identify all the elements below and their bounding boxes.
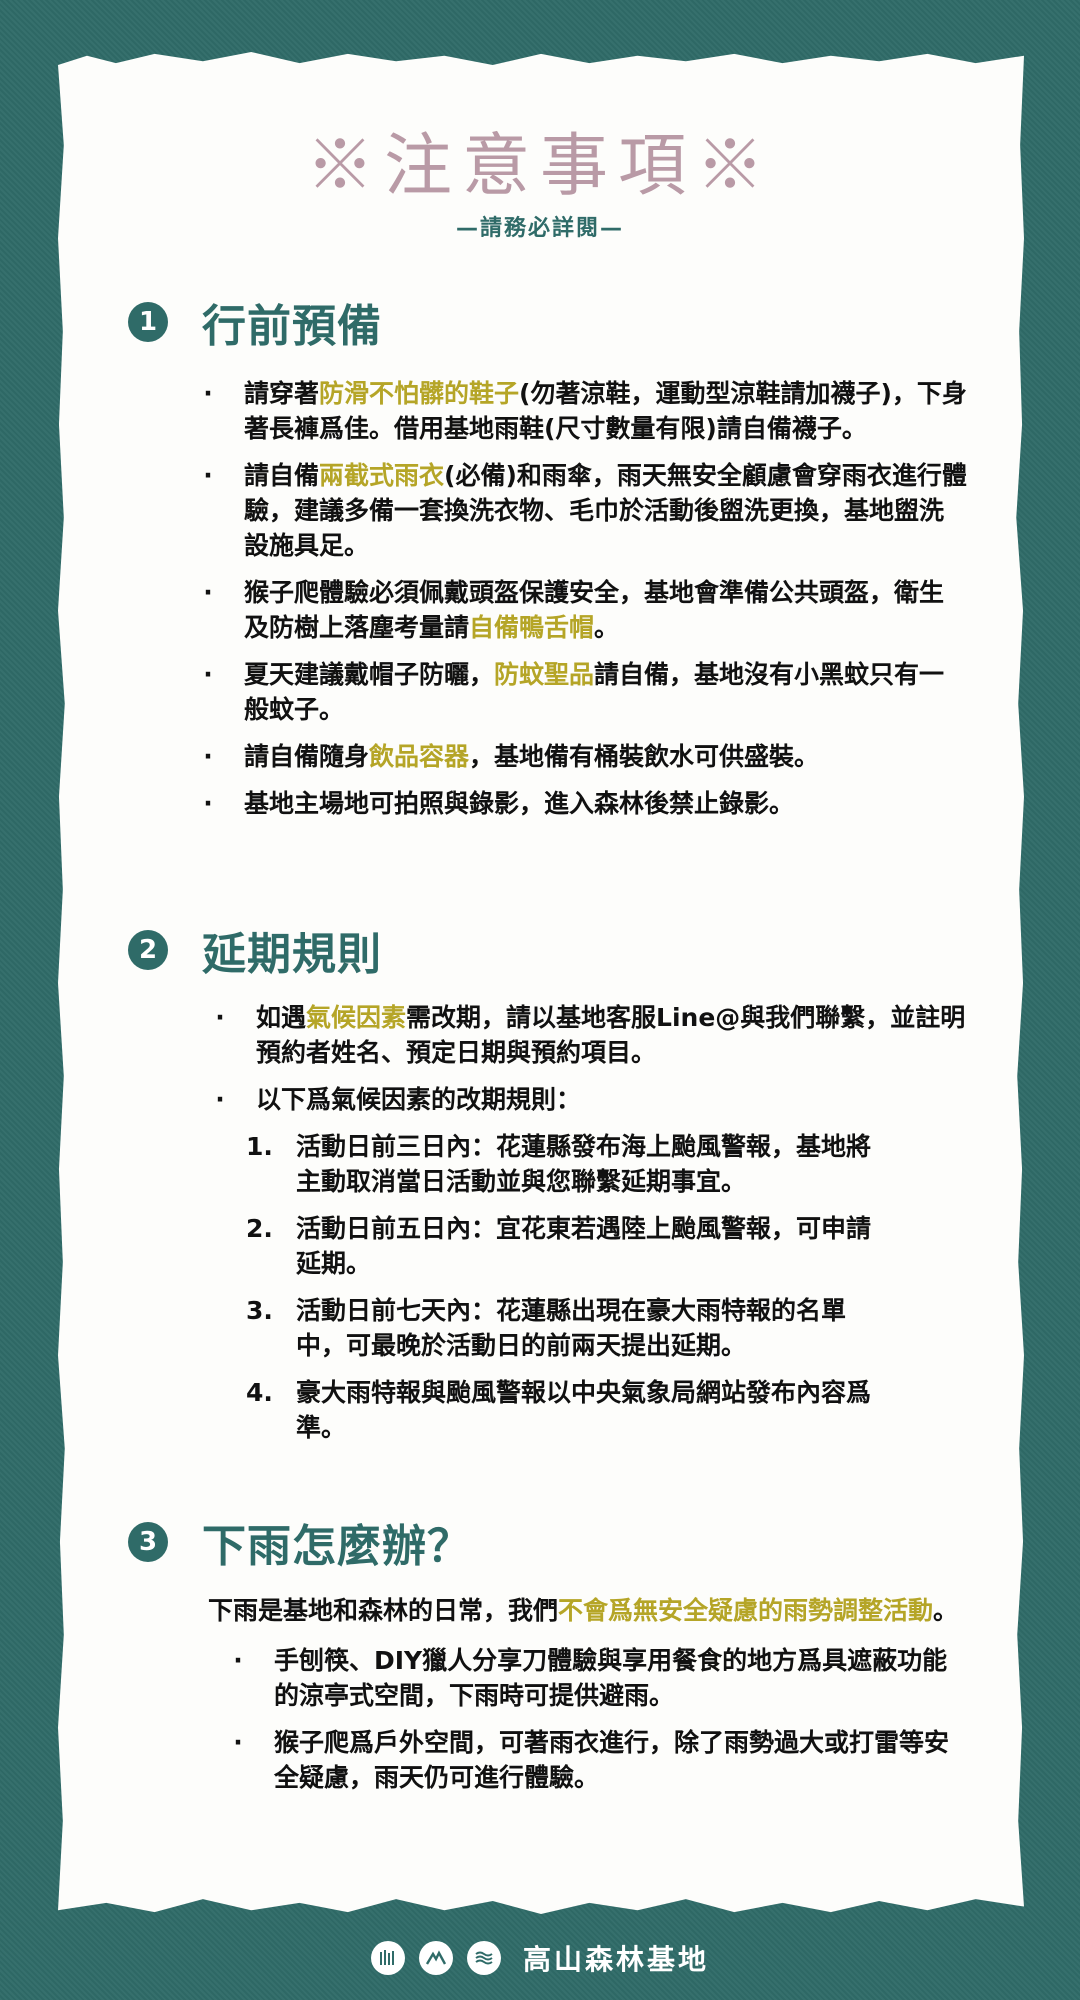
item-text: 請自備，基地沒有小黑蚊只有一般蚊子。 xyxy=(244,660,945,724)
page-title: ※注意事項※ xyxy=(305,127,774,206)
item-text: 如遇 xyxy=(256,1003,307,1032)
intro-text: 。 xyxy=(933,1596,959,1625)
bullet-icon: · xyxy=(215,1085,225,1114)
weather-rules-list: 1. 活動日前三日內：花蓮縣發布海上颱風警報，基地將主動取消當日活動並與您聯繫延期… xyxy=(246,1129,886,1445)
rule-item: 2. 活動日前五日內：宜花東若遇陸上颱風警報，可申請延期。 xyxy=(246,1211,886,1281)
intro-text: 下雨是基地和森林的日常，我們 xyxy=(208,1596,559,1625)
rule-number: 3. xyxy=(246,1296,273,1325)
list-item: · 以下爲氣候因素的改期規則： xyxy=(210,1082,968,1117)
paper-sheet xyxy=(58,52,1024,1914)
rule-text: 活動日前七天內：花蓮縣出現在豪大雨特報的名單中，可最晚於活動日的前兩天提出延期。 xyxy=(296,1296,847,1360)
section-title: 延期規則 xyxy=(202,929,382,980)
list-item: · 猴子爬爲戶外空間，可著雨衣進行，除了雨勢過大或打雷等安全疑慮，雨天仍可進行體驗… xyxy=(228,1725,968,1795)
item-text: 以下爲氣候因素的改期規則： xyxy=(256,1085,582,1114)
bullet-icon: · xyxy=(203,742,213,771)
item-text: (必備)和雨傘，雨天無安全顧慮會穿雨衣進行體驗，建議多備一套換洗衣物、毛巾於活動… xyxy=(244,461,967,560)
section-header: 2 延期規則 xyxy=(128,918,968,982)
item-text: 手刨筷、DIY獵人分享刀體驗與享用餐食的地方爲具遮蔽功能的涼亭式空間，下雨時可提… xyxy=(274,1646,948,1710)
item-highlight: 兩截式雨衣 xyxy=(319,461,445,490)
rule-number: 4. xyxy=(246,1378,273,1407)
list-item: · 夏天建議戴帽子防曬，防蚊聖品請自備，基地沒有小黑蚊只有一般蚊子。 xyxy=(198,657,968,727)
mountain-logo-icon xyxy=(418,1941,453,1975)
item-highlight: 自備鴨舌帽 xyxy=(469,613,595,642)
rule-number: 1. xyxy=(246,1132,273,1161)
postpone-list: · 如遇氣候因素需改期，請以基地客服Line@與我們聯繫，並註明預約者姓名、預定日… xyxy=(210,1000,968,1117)
section-title: 下雨怎麼辦？ xyxy=(202,1521,472,1572)
item-text: 請穿著 xyxy=(244,379,320,408)
list-item: · 手刨筷、DIY獵人分享刀體驗與享用餐食的地方爲具遮蔽功能的涼亭式空間，下雨時可… xyxy=(228,1643,968,1713)
rule-item: 1. 活動日前三日內：花蓮縣發布海上颱風警報，基地將主動取消當日活動並與您聯繫延期… xyxy=(246,1129,886,1199)
bullet-icon: · xyxy=(233,1646,243,1675)
water-logo-icon xyxy=(466,1941,501,1975)
bullet-icon: · xyxy=(215,1003,225,1032)
list-item: · 基地主場地可拍照與錄影，進入森林後禁止錄影。 xyxy=(198,786,968,821)
section-title: 行前預備 xyxy=(202,301,382,352)
section-postpone-rules: 2 延期規則 · 如遇氣候因素需改期，請以基地客服Line@與我們聯繫，並註明預約… xyxy=(128,918,968,1457)
item-text: 請自備 xyxy=(244,461,320,490)
forest-logo-icon xyxy=(370,1941,405,1975)
section-number-badge: 3 xyxy=(128,1522,168,1562)
rule-text: 豪大雨特報與颱風警報以中央氣象局網站發布內容爲準。 xyxy=(296,1378,872,1442)
item-text: 請自備隨身 xyxy=(244,742,370,771)
item-text: 。 xyxy=(594,613,620,642)
item-highlight: 飲品容器 xyxy=(369,742,470,771)
section-rain: 3 下雨怎麼辦？ 下雨是基地和森林的日常，我們不會爲無安全疑慮的雨勢調整活動。 … xyxy=(128,1510,968,1807)
list-item: · 請自備隨身飲品容器，基地備有桶裝飲水可供盛裝。 xyxy=(198,739,968,774)
item-text: 猴子爬體驗必須佩戴頭盔保護安全，基地會準備公共頭盔，衛生及防樹上落塵考量請 xyxy=(244,578,945,642)
bullet-icon: · xyxy=(203,660,213,689)
rule-item: 4. 豪大雨特報與颱風警報以中央氣象局網站發布內容爲準。 xyxy=(246,1375,886,1445)
rule-number: 2. xyxy=(246,1214,273,1243)
page-subtitle: —請務必詳閱— xyxy=(455,216,624,241)
bullet-icon: · xyxy=(233,1728,243,1757)
intro-highlight: 不會爲無安全疑慮的雨勢調整活動 xyxy=(558,1596,934,1625)
list-item: · 請穿著防滑不怕髒的鞋子(勿著涼鞋，運動型涼鞋請加襪子)，下身著長褲爲佳。借用基… xyxy=(198,376,968,446)
item-text: (勿著涼鞋，運動型涼鞋請加襪子)，下身著長褲爲佳。借用基地雨鞋(尺寸數量有限)請… xyxy=(244,379,967,443)
section-number-badge: 2 xyxy=(128,930,168,970)
rain-intro: 下雨是基地和森林的日常，我們不會爲無安全疑慮的雨勢調整活動。 xyxy=(208,1592,968,1629)
item-text: ，基地備有桶裝飲水可供盛裝。 xyxy=(469,742,820,771)
item-text: 需改期，請以基地客服Line@與我們聯繫，並註明預約者姓名、預定日期與預約項目。 xyxy=(256,1003,966,1067)
bullet-icon: · xyxy=(203,578,213,607)
section-header: 3 下雨怎麼辦？ xyxy=(128,1510,968,1574)
footer: 高山森林基地 xyxy=(0,1936,1080,1980)
rule-text: 活動日前三日內：花蓮縣發布海上颱風警報，基地將主動取消當日活動並與您聯繫延期事宜… xyxy=(296,1132,872,1196)
preparation-list: · 請穿著防滑不怕髒的鞋子(勿著涼鞋，運動型涼鞋請加襪子)，下身著長褲爲佳。借用基… xyxy=(198,376,968,821)
list-item: · 請自備兩截式雨衣(必備)和雨傘，雨天無安全顧慮會穿雨衣進行體驗，建議多備一套換… xyxy=(198,458,968,563)
bullet-icon: · xyxy=(203,461,213,490)
rule-item: 3. 活動日前七天內：花蓮縣出現在豪大雨特報的名單中，可最晚於活動日的前兩天提出延… xyxy=(246,1293,886,1363)
bullet-icon: · xyxy=(203,379,213,408)
item-text: 基地主場地可拍照與錄影，進入森林後禁止錄影。 xyxy=(244,789,795,818)
section-header: 1 行前預備 xyxy=(128,290,968,354)
item-highlight: 防滑不怕髒的鞋子 xyxy=(319,379,520,408)
item-text: 夏天建議戴帽子防曬， xyxy=(244,660,495,689)
section-preparation: 1 行前預備 · 請穿著防滑不怕髒的鞋子(勿著涼鞋，運動型涼鞋請加襪子)，下身著長… xyxy=(128,290,968,833)
item-highlight: 氣候因素 xyxy=(306,1003,407,1032)
brand-name: 高山森林基地 xyxy=(522,1943,709,1976)
bullet-icon: · xyxy=(203,789,213,818)
section-number-badge: 1 xyxy=(128,302,168,342)
list-item: · 猴子爬體驗必須佩戴頭盔保護安全，基地會準備公共頭盔，衛生及防樹上落塵考量請自備… xyxy=(198,575,968,645)
list-item: · 如遇氣候因素需改期，請以基地客服Line@與我們聯繫，並註明預約者姓名、預定日… xyxy=(210,1000,968,1070)
item-highlight: 防蚊聖品 xyxy=(494,660,595,689)
rain-list: · 手刨筷、DIY獵人分享刀體驗與享用餐食的地方爲具遮蔽功能的涼亭式空間，下雨時可… xyxy=(228,1643,968,1795)
rule-text: 活動日前五日內：宜花東若遇陸上颱風警報，可申請延期。 xyxy=(296,1214,872,1278)
item-text: 猴子爬爲戶外空間，可著雨衣進行，除了雨勢過大或打雷等安全疑慮，雨天仍可進行體驗。 xyxy=(274,1728,950,1792)
